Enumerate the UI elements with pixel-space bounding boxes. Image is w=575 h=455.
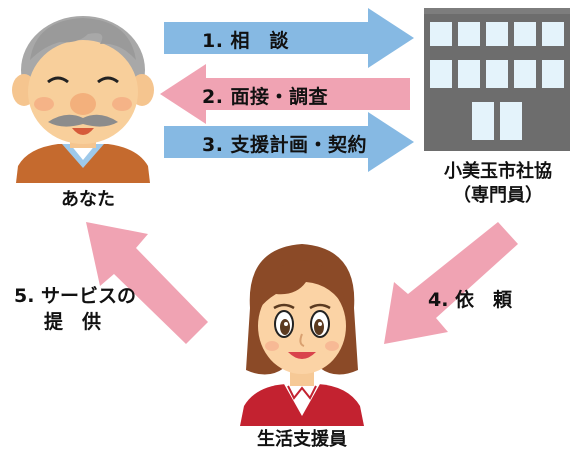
step1-arrow — [164, 8, 414, 68]
step3-label: 3. 支援計画・契約 — [202, 134, 368, 156]
step5-label-line1: 5. サービスの — [14, 285, 137, 307]
council-caption-line1: 小美玉市社協 — [444, 161, 552, 182]
step5-arrow — [72, 214, 212, 346]
step4-label: 4. 依 頼 — [428, 289, 513, 311]
step3-arrow — [164, 112, 414, 172]
office-building-icon — [424, 8, 570, 151]
step1-label: 1. 相 談 — [202, 30, 290, 52]
supporter-caption: 生活支援員 — [257, 429, 347, 450]
step4-arrow — [380, 220, 520, 350]
council-caption-line2: （専門員） — [453, 185, 543, 206]
woman-supporter-icon — [236, 238, 368, 426]
elderly-man-icon — [8, 8, 158, 183]
step2-arrow — [160, 64, 410, 124]
step2-label: 2. 面接・調査 — [202, 86, 329, 108]
you-caption: あなた — [61, 189, 115, 210]
step5-label-line2: 提 供 — [44, 311, 102, 333]
